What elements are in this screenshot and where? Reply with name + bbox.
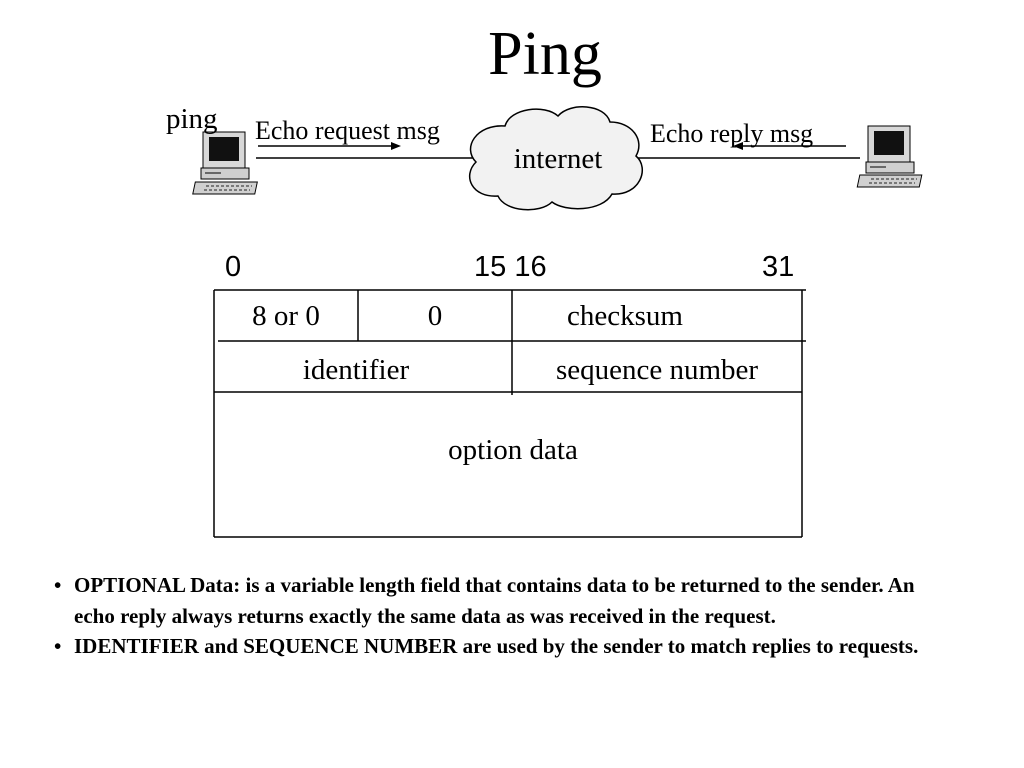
reply-label: Echo reply msg — [650, 119, 814, 148]
type-field: 8 or 0 — [252, 300, 320, 332]
computer-icon — [192, 131, 258, 195]
note-item: OPTIONAL Data: is a variable length fiel… — [52, 570, 952, 631]
reply-arrow — [733, 142, 846, 150]
note-item: IDENTIFIER and SEQUENCE NUMBER are used … — [52, 631, 952, 662]
sequence-number-field: sequence number — [555, 354, 759, 386]
computer-icon — [856, 125, 923, 188]
cloud-label: internet — [513, 143, 603, 175]
request-label: Echo request msg — [255, 116, 440, 145]
notes-list: OPTIONAL Data: is a variable length fiel… — [52, 570, 952, 662]
checksum-field: checksum — [567, 300, 683, 332]
identifier-field: identifier — [302, 354, 410, 386]
header-table — [213, 289, 806, 538]
sender-label: ping — [166, 103, 218, 135]
request-arrow — [258, 142, 401, 150]
cloud-icon — [468, 106, 643, 211]
bit-marker-15-16: 15 16 — [474, 251, 547, 283]
bit-marker-0: 0 — [225, 251, 242, 283]
code-field: 0 — [427, 300, 443, 332]
bit-marker-31: 31 — [762, 251, 795, 283]
option-data-field: option data — [448, 434, 578, 466]
page-title: Ping — [488, 20, 602, 88]
